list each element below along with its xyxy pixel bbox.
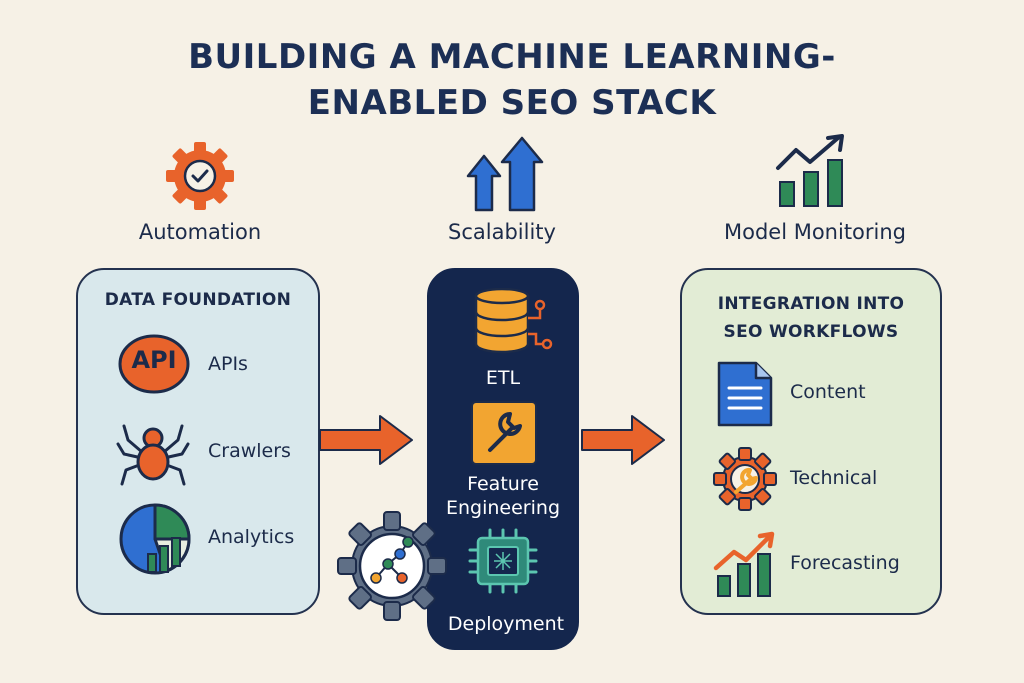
integration-heading-line-1: INTEGRATION INTO <box>717 294 905 314</box>
up-arrows-icon <box>466 136 544 212</box>
workflow-item-content: Content <box>790 381 866 403</box>
spider-icon <box>116 424 190 486</box>
workflow-item-forecasting: Forecasting <box>790 552 900 574</box>
api-badge-text: API <box>131 346 177 374</box>
forecast-chart-icon <box>713 531 775 597</box>
pie-chart-icon <box>119 503 191 575</box>
data-foundation-heading: DATA FOUNDATION <box>104 290 292 310</box>
pillar-scalability: Scalability <box>448 220 556 244</box>
pipeline-item-deployment: Deployment <box>447 613 565 635</box>
api-icon <box>118 334 190 394</box>
data-foundation-panel <box>76 268 320 615</box>
document-icon <box>717 361 773 427</box>
wrench-icon <box>471 401 537 465</box>
pillar-automation: Automation <box>138 220 262 244</box>
arrow-right-icon <box>581 415 665 465</box>
integration-heading-line-2: SEO WORKFLOWS <box>723 322 899 342</box>
pipeline-item-feature-engineering: Feature Engineering <box>446 473 560 519</box>
title-line-1: BUILDING A MACHINE LEARNING- <box>188 37 836 77</box>
pillar-model-monitoring: Model Monitoring <box>723 220 907 244</box>
chip-icon <box>468 528 538 594</box>
arrow-right-icon <box>319 415 413 465</box>
data-item-apis: APIs <box>208 353 248 375</box>
database-icon <box>474 288 553 354</box>
pipeline-item-etl: ETL <box>485 367 521 389</box>
gear-wrench-icon <box>713 447 777 511</box>
workflow-item-technical: Technical <box>790 467 878 489</box>
diagram-title: BUILDING A MACHINE LEARNING- ENABLED SEO… <box>0 34 1024 126</box>
ml-gear-icon <box>337 511 447 621</box>
trend-chart-icon <box>776 134 844 207</box>
data-item-crawlers: Crawlers <box>208 440 291 462</box>
title-line-2: ENABLED SEO STACK <box>307 83 717 123</box>
integration-heading: INTEGRATION INTO SEO WORKFLOWS <box>680 290 942 346</box>
data-item-analytics: Analytics <box>208 526 295 548</box>
gear-check-icon <box>166 142 234 210</box>
integration-panel <box>680 268 942 615</box>
